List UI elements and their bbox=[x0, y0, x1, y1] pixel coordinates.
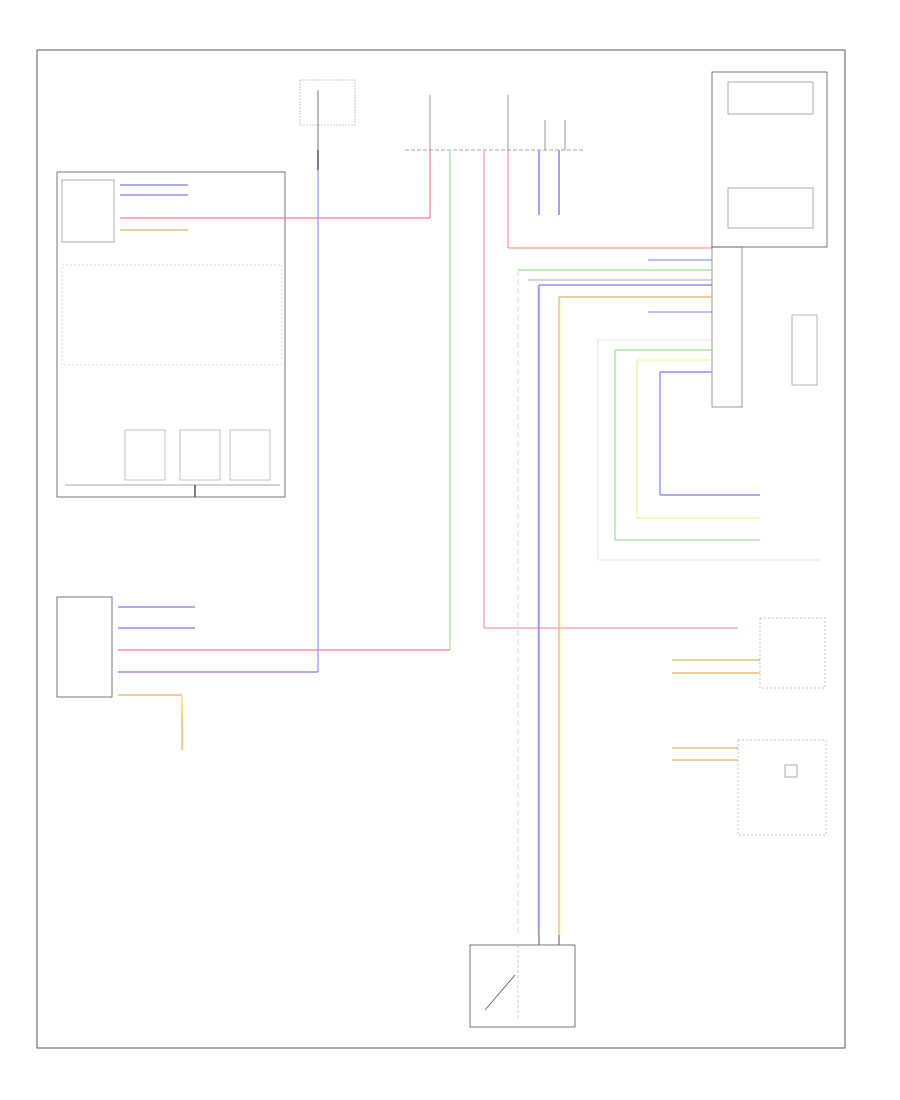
shift-sensor-wires bbox=[597, 339, 820, 561]
fuse-box-center bbox=[405, 95, 585, 151]
trans-module-block bbox=[711, 71, 828, 408]
tcu-block bbox=[56, 171, 286, 498]
tcu-wires bbox=[120, 150, 431, 231]
gear-selector-wires bbox=[118, 606, 450, 751]
instrument-cluster-block bbox=[672, 739, 827, 836]
module-wires bbox=[517, 259, 712, 935]
brake-switch-block bbox=[672, 617, 826, 689]
ats-block bbox=[469, 935, 576, 1028]
fuse-box-left bbox=[299, 79, 356, 170]
diagram-frame bbox=[36, 49, 846, 1049]
gear-selector-block bbox=[56, 596, 113, 698]
vertical-wires bbox=[317, 150, 738, 672]
